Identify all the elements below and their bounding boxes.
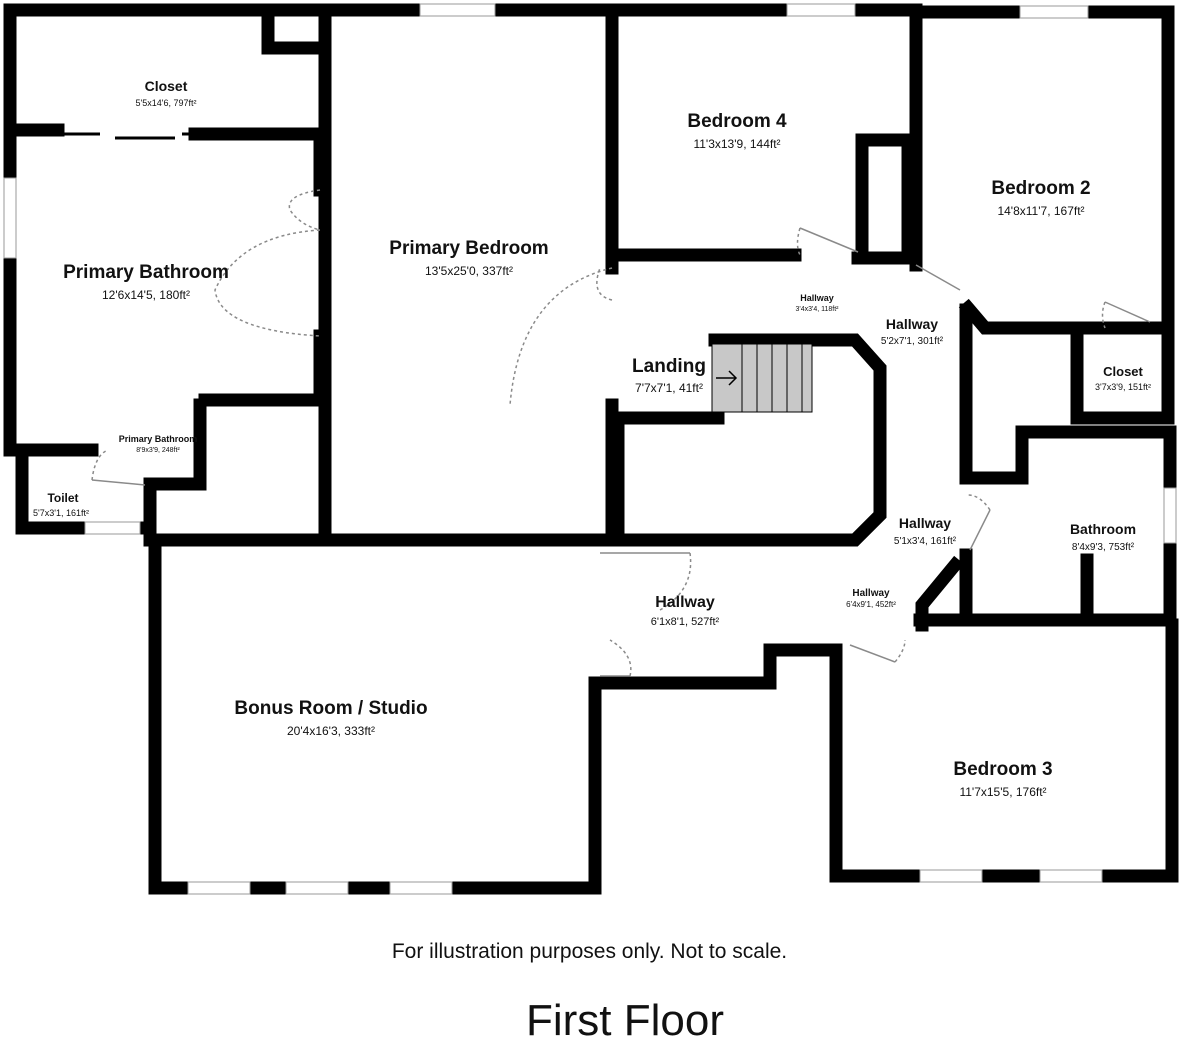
room-dims-closet-top: 5'5x14'6, 797ft² [136,98,197,108]
room-name-bathroom: Bathroom [1070,521,1136,537]
room-name-bedroom-3: Bedroom 3 [953,759,1052,780]
room-dims-bedroom-2: 14'8x11'7, 167ft² [997,204,1084,218]
door-bathroom [969,509,991,551]
sliding-door-closet [60,132,195,140]
room-name-closet-right: Closet [1103,364,1143,379]
wall-top-bedroom-2 [909,5,1175,332]
wall-bedroom-2-bottom [958,298,1167,335]
window-bonus-1 [187,881,251,895]
room-name-hallway-4: Hallway [655,594,715,611]
door-bedroom-3-arc [894,639,906,663]
room-name-landing: Landing [632,356,706,377]
room-dims-primary-bathroom-small: 8'9x3'9, 248ft² [136,447,180,454]
wall-bonus-room [148,533,842,895]
room-name-primary-bathroom: Primary Bathroom [63,262,229,283]
walls [3,3,1179,895]
room-dims-hallway-4: 6'1x8'1, 527ft² [651,616,720,628]
window-primary-bath-left [3,177,17,259]
door-bonus-hall [600,552,690,677]
door-bedroom-2 [915,264,961,291]
wall-closet-right [1070,321,1175,425]
room-dims-bathroom: 8'4x9'3, 753ft² [1072,542,1135,553]
room-name-hallway-1: Hallway [886,316,938,332]
room-dims-bonus-room: 20'4x16'3, 333ft² [287,724,375,738]
room-dims-closet-right: 3'7x3'9, 151ft² [1095,382,1151,392]
window-bedroom-3-2 [1039,869,1103,883]
room-name-toilet: Toilet [47,491,78,505]
door-primary-bath-bedroom [214,189,321,337]
room-dims-bedroom-4: 11'3x13'9, 144ft² [693,137,780,151]
window-bonus-3 [389,881,453,895]
room-dims-hallway-3: 6'4x9'1, 452ft² [846,600,896,609]
wall-primary-bath-left [3,123,99,457]
door-bedroom-4-arc [796,227,801,256]
room-name-hallway-small: Hallway [800,293,834,303]
window-primary-bedroom-top [419,3,496,17]
wall-landing-stair [593,333,887,547]
room-dims-hallway-1: 5'2x7'1, 301ft² [881,336,944,347]
door-primary-bath-small-arc [91,449,109,481]
door-closet-right-arc [1101,301,1106,329]
room-dims-hallway-2: 5'1x3'4, 161ft² [894,536,957,547]
room-dims-hallway-small: 3'4x3'4, 118ft² [795,306,839,313]
floor-title: First Floor [526,996,724,1045]
wall-bath-step [153,398,207,491]
window-bedroom-3-1 [919,869,983,883]
door-bonus-hall-arc [609,552,692,677]
room-name-hallway-3: Hallway [852,588,890,599]
door-primary-bath-small [91,479,146,486]
stairs [711,343,813,413]
wall-bedroom-4-closet [851,133,915,265]
door-bedroom-3 [849,644,896,663]
room-dims-landing: 7'7x7'1, 41ft² [635,381,703,395]
window-bedroom-2-top [1019,5,1089,19]
room-dims-primary-bedroom: 13'5x25'0, 337ft² [425,264,513,278]
room-name-primary-bathroom-small: Primary Bathroom [119,434,198,444]
disclaimer-text: For illustration purposes only. Not to s… [391,940,788,963]
wall-bedroom-3 [829,618,1179,883]
stairs-arrow-icon [716,370,738,386]
room-name-hallway-2: Hallway [899,515,951,531]
room-dims-toilet: 5'7x3'1, 161ft² [33,508,89,518]
window-bedroom-4-top [786,3,856,17]
windows [3,3,1177,895]
door-primary-bedroom-landing [509,267,613,406]
room-name-primary-bedroom: Primary Bedroom [389,238,548,259]
room-name-bedroom-2: Bedroom 2 [991,178,1090,199]
wall-hall-right-vert [959,303,1177,627]
wall-hall-diag [915,555,965,632]
room-name-closet-top: Closet [145,78,188,94]
door-bedroom-4 [799,227,859,253]
wall-closet-outer [3,3,332,137]
room-name-bonus-room: Bonus Room / Studio [234,698,427,719]
window-toilet-bottom [84,521,141,535]
room-dims-bedroom-3: 11'7x15'5, 176ft² [959,785,1046,799]
room-dims-primary-bathroom: 12'6x14'5, 180ft² [102,288,190,302]
window-bonus-2 [285,881,349,895]
door-closet-right [1104,301,1151,323]
door-bathroom-arc [967,494,991,511]
room-labels: Closet 5'5x14'6, 797ft² Primary Bedroom … [33,78,1151,799]
door-swings [91,189,1151,677]
wall-closet-notch [261,3,332,55]
window-bathroom-right [1163,487,1177,544]
room-name-bedroom-4: Bedroom 4 [687,111,787,132]
